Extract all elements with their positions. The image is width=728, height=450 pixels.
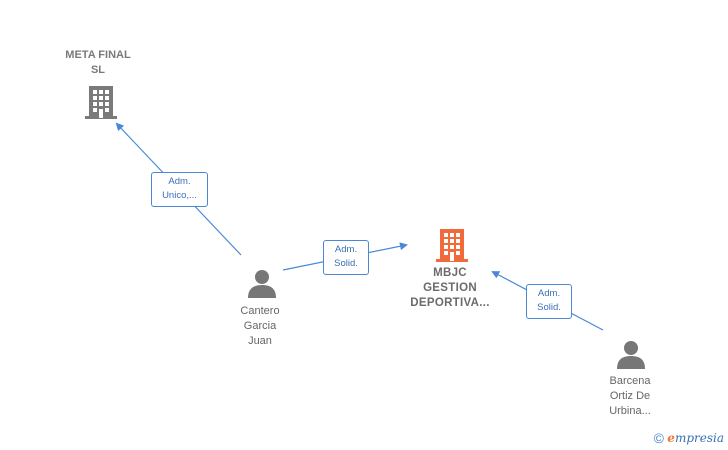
person-icon: [248, 270, 276, 298]
edge-label-adm-unico[interactable]: Adm. Unico,...: [151, 172, 208, 207]
brand-logo: © empresia: [654, 430, 724, 446]
node-barcena[interactable]: Barcena Ortiz De Urbina...: [590, 374, 670, 419]
node-cantero[interactable]: Cantero Garcia Juan: [222, 304, 298, 349]
node-label: MBJC GESTION DEPORTIVA...: [410, 267, 490, 309]
edge-label-adm-solid[interactable]: Adm. Solid.: [323, 240, 369, 275]
copyright-icon: ©: [653, 430, 664, 446]
building-icon: [85, 86, 117, 119]
brand-name: empresia: [667, 431, 724, 445]
building-icon-main: [436, 229, 468, 262]
node-label: Barcena Ortiz De Urbina...: [609, 375, 651, 417]
node-meta-final[interactable]: META FINAL SL: [58, 48, 138, 78]
person-icon: [617, 341, 645, 369]
node-mbjc[interactable]: MBJC GESTION DEPORTIVA...: [395, 266, 505, 311]
node-label: META FINAL SL: [65, 49, 131, 76]
edge-label-adm-solid[interactable]: Adm. Solid.: [526, 284, 572, 319]
node-label: Cantero Garcia Juan: [240, 305, 280, 347]
